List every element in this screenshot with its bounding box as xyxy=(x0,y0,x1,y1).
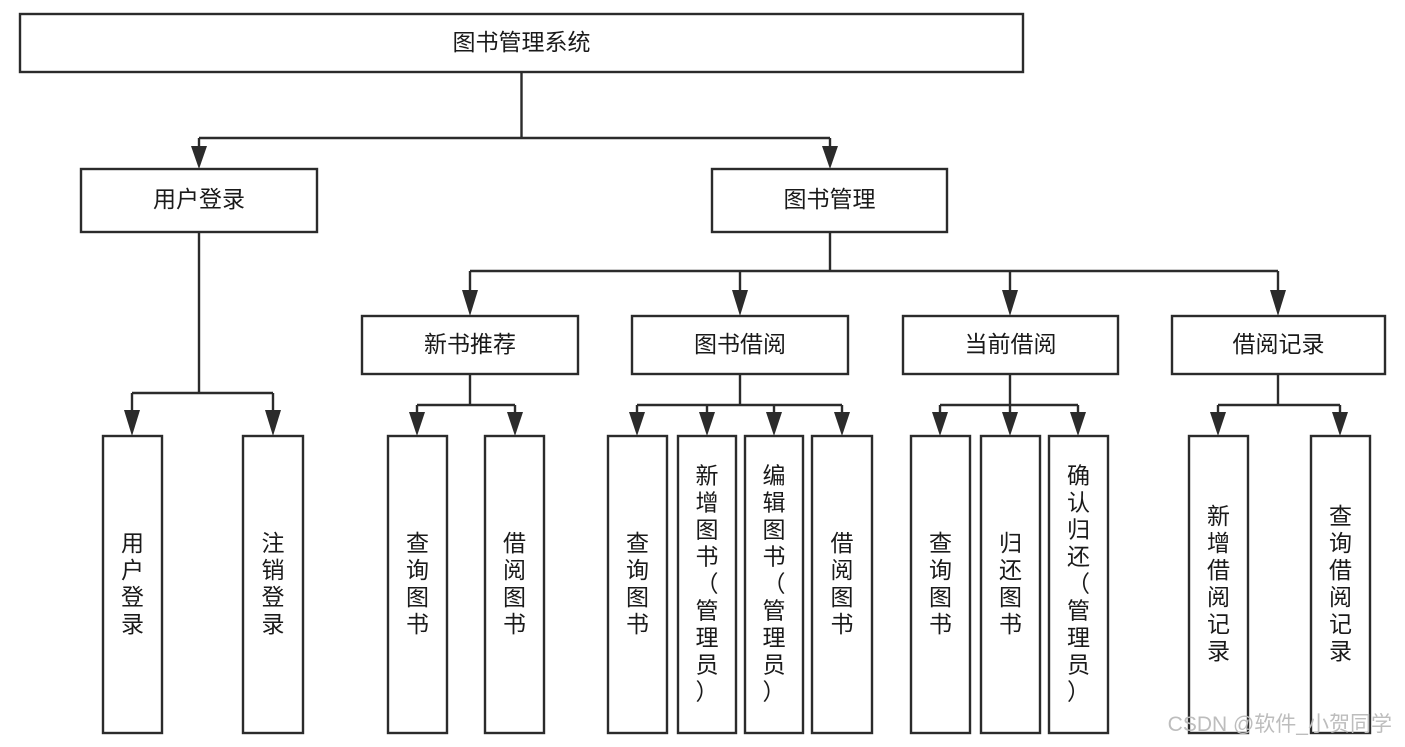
node-box-leaf-borrow-book-rec[interactable] xyxy=(483,434,546,735)
node-box-new-book-rec[interactable] xyxy=(360,314,580,376)
node-box-leaf-confirm-return[interactable] xyxy=(1047,434,1110,735)
node-label-leaf-query-book-rec: 查询图书 xyxy=(406,530,429,637)
node-label-leaf-borrow-book: 借阅图书 xyxy=(831,530,854,637)
node-box-leaf-query-book-cur[interactable] xyxy=(909,434,972,735)
node-book-manage[interactable]: 图书管理 xyxy=(710,167,949,234)
arrow-head-borrow-record xyxy=(1270,290,1286,316)
node-box-leaf-query-book-rec[interactable] xyxy=(386,434,449,735)
arrow-head-leaf-add-record xyxy=(1210,412,1226,436)
node-label-leaf-borrow-book-rec: 借阅图书 xyxy=(503,530,526,637)
node-label-book-manage: 图书管理 xyxy=(784,186,876,212)
arrow-head-current-borrow xyxy=(1002,290,1018,316)
node-box-book-borrow[interactable] xyxy=(630,314,850,376)
node-label-leaf-user-login: 用户登录 xyxy=(121,530,144,637)
leaf-node-user-logout[interactable]: 注销登录 xyxy=(241,434,305,735)
leaf-node-confirm-return[interactable]: 确认归还（管理员） xyxy=(1047,434,1110,735)
leaf-node-query-record[interactable]: 查询借阅记录 xyxy=(1309,434,1372,735)
node-label-user-login: 用户登录 xyxy=(153,186,245,212)
node-box-book-manage[interactable] xyxy=(710,167,949,234)
node-borrow-record[interactable]: 借阅记录 xyxy=(1170,314,1387,376)
node-current-borrow[interactable]: 当前借阅 xyxy=(901,314,1120,376)
arrow-head-new-book-rec xyxy=(462,290,478,316)
node-box-borrow-record[interactable] xyxy=(1170,314,1387,376)
arrow-head-leaf-query-book-cur xyxy=(932,412,948,436)
connector-group-new-book-rec xyxy=(409,374,523,436)
node-label-current-borrow: 当前借阅 xyxy=(965,331,1057,357)
node-label-leaf-user-logout: 注销登录 xyxy=(262,530,285,637)
node-new-book-rec[interactable]: 新书推荐 xyxy=(360,314,580,376)
leaf-node-add-record[interactable]: 新增借阅记录 xyxy=(1187,434,1250,735)
node-box-leaf-add-record[interactable] xyxy=(1187,434,1250,735)
leaf-node-add-book[interactable]: 新增图书（管理员） xyxy=(676,434,738,735)
connector-group-book-borrow xyxy=(629,374,850,436)
node-label-leaf-query-record: 查询借阅记录 xyxy=(1329,503,1352,664)
leaf-node-user-login[interactable]: 用户登录 xyxy=(101,434,164,735)
node-label-leaf-add-book: 新增图书（管理员） xyxy=(696,463,719,705)
node-box-leaf-return-book[interactable] xyxy=(979,434,1042,735)
node-label-leaf-confirm-return: 确认归还（管理员） xyxy=(1067,463,1090,705)
arrow-head-leaf-edit-book xyxy=(766,412,782,436)
arrow-head-leaf-borrow-book xyxy=(834,412,850,436)
connector-group-root xyxy=(191,72,838,169)
node-label-leaf-add-record: 新增借阅记录 xyxy=(1207,503,1230,664)
arrow-head-leaf-query-book-borrow xyxy=(629,412,645,436)
node-box-leaf-query-book-borrow[interactable] xyxy=(606,434,669,735)
arrow-head-leaf-return-book xyxy=(1002,412,1018,436)
arrow-head-leaf-user-logout xyxy=(265,410,281,436)
node-root[interactable]: 图书管理系统 xyxy=(18,12,1025,74)
node-box-user-login[interactable] xyxy=(79,167,319,234)
node-label-book-borrow: 图书借阅 xyxy=(694,331,786,357)
node-box-leaf-query-record[interactable] xyxy=(1309,434,1372,735)
leaf-node-query-book-rec[interactable]: 查询图书 xyxy=(386,434,449,735)
arrow-head-leaf-user-login xyxy=(124,410,140,436)
node-label-leaf-query-book-borrow: 查询图书 xyxy=(626,530,649,637)
node-box-leaf-edit-book[interactable] xyxy=(743,434,805,735)
arrow-head-user-login xyxy=(191,146,207,169)
node-label-leaf-return-book: 归还图书 xyxy=(999,530,1022,637)
node-book-borrow[interactable]: 图书借阅 xyxy=(630,314,850,376)
arrow-head-book-manage xyxy=(822,146,838,169)
leaf-node-query-book-cur[interactable]: 查询图书 xyxy=(909,434,972,735)
node-box-leaf-user-login[interactable] xyxy=(101,434,164,735)
connector-group-book-manage xyxy=(462,232,1286,316)
arrow-head-leaf-confirm-return xyxy=(1070,412,1086,436)
node-user-login[interactable]: 用户登录 xyxy=(79,167,319,234)
node-box-root[interactable] xyxy=(18,12,1025,74)
connector-group-current-borrow xyxy=(932,374,1086,436)
connector-group-borrow-record xyxy=(1210,374,1348,436)
arrow-head-book-borrow xyxy=(732,290,748,316)
arrow-head-leaf-query-book-rec xyxy=(409,412,425,436)
csdn-watermark: CSDN @软件_小贺同学 xyxy=(1168,713,1392,736)
arrow-head-leaf-borrow-book-rec xyxy=(507,412,523,436)
node-label-borrow-record: 借阅记录 xyxy=(1233,331,1325,357)
leaf-node-borrow-book[interactable]: 借阅图书 xyxy=(810,434,874,735)
leaf-node-return-book[interactable]: 归还图书 xyxy=(979,434,1042,735)
leaf-node-borrow-book-rec[interactable]: 借阅图书 xyxy=(483,434,546,735)
leaf-node-query-book-borrow[interactable]: 查询图书 xyxy=(606,434,669,735)
arrow-head-leaf-query-record xyxy=(1332,412,1348,436)
node-label-new-book-rec: 新书推荐 xyxy=(424,331,516,357)
node-label-leaf-query-book-cur: 查询图书 xyxy=(929,530,952,637)
connector-group-user-login xyxy=(124,232,281,436)
leaf-node-edit-book[interactable]: 编辑图书（管理员） xyxy=(743,434,805,735)
arrow-head-leaf-add-book xyxy=(699,412,715,436)
node-box-leaf-add-book[interactable] xyxy=(676,434,738,735)
node-box-current-borrow[interactable] xyxy=(901,314,1120,376)
node-box-leaf-user-logout[interactable] xyxy=(241,434,305,735)
node-box-leaf-borrow-book[interactable] xyxy=(810,434,874,735)
node-label-root: 图书管理系统 xyxy=(453,29,591,55)
node-label-leaf-edit-book: 编辑图书（管理员） xyxy=(763,463,786,705)
